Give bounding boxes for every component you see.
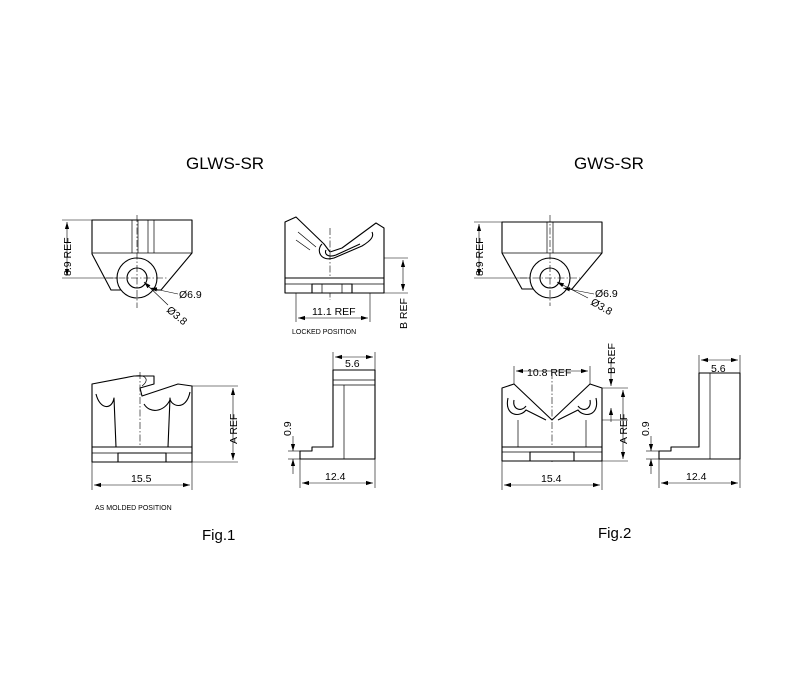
fig1-outer-diameter-label: Ø6.9 (179, 289, 202, 301)
fig2-depth-label: 12.4 (686, 471, 707, 483)
locked-position-note: LOCKED POSITION (292, 329, 356, 336)
fig1-molded-view (91, 372, 193, 463)
fig1-height-ref-label: 8.9 REF (62, 237, 74, 276)
fig2-a-ref-label: A REF (618, 414, 630, 444)
fig1-locked-width-label: 11.1 REF (312, 306, 356, 318)
fig2-front-view (501, 372, 603, 462)
fig2-height-ref-label: 8.9 REF (474, 237, 486, 276)
fig1-profile-view (299, 369, 376, 460)
figure-2-caption: Fig.2 (598, 525, 631, 542)
fig1-height-dimension: 8.9 REF (62, 219, 118, 279)
fig2-side-view (501, 215, 603, 306)
fig1-width-label: 15.5 (131, 473, 152, 485)
fig1-side-view (91, 215, 193, 308)
fig2-height-dimension: 8.9 REF (474, 221, 530, 279)
as-molded-position-note: AS MOLDED POSITION (95, 505, 172, 512)
fig2-thickness-label: 0.9 (640, 421, 652, 436)
fig1-b-ref-label: B REF (398, 298, 410, 329)
fig1-top-width-label: 5.6 (345, 358, 360, 370)
fig1-depth-label: 12.4 (325, 471, 346, 483)
fig2-top-width-label: 5.6 (711, 363, 726, 375)
fig1-thickness-label: 0.9 (282, 421, 294, 436)
fig2-outer-diameter-label: Ø6.9 (595, 288, 618, 300)
fig2-front-dimensions: 10.8 REF B REF A REF 15.4 (501, 343, 630, 490)
fig1-a-ref-label: A REF (228, 414, 240, 444)
fig2-width-label: 15.4 (541, 473, 562, 485)
fig2-slot-width-label: 10.8 REF (527, 367, 571, 379)
fig1-molded-dimensions: A REF 15.5 AS MOLDED POSITION (91, 385, 240, 512)
fig1-profile-dimensions: 5.6 0.9 12.4 (282, 352, 376, 488)
fig2-profile-dimensions: 5.6 0.9 12.4 (640, 355, 741, 488)
fig1-locked-dimensions: 11.1 REF B REF LOCKED POSITION (292, 257, 410, 336)
figure-1-caption: Fig.1 (202, 527, 235, 544)
title-glws-sr: GLWS-SR (186, 154, 264, 173)
title-gws-sr: GWS-SR (574, 154, 644, 173)
fig2-profile-view (658, 372, 741, 460)
fig1-inner-diameter-label: Ø3.8 (164, 304, 189, 328)
fig1-locked-view (284, 216, 385, 300)
fig2-b-ref-label: B REF (606, 343, 618, 374)
